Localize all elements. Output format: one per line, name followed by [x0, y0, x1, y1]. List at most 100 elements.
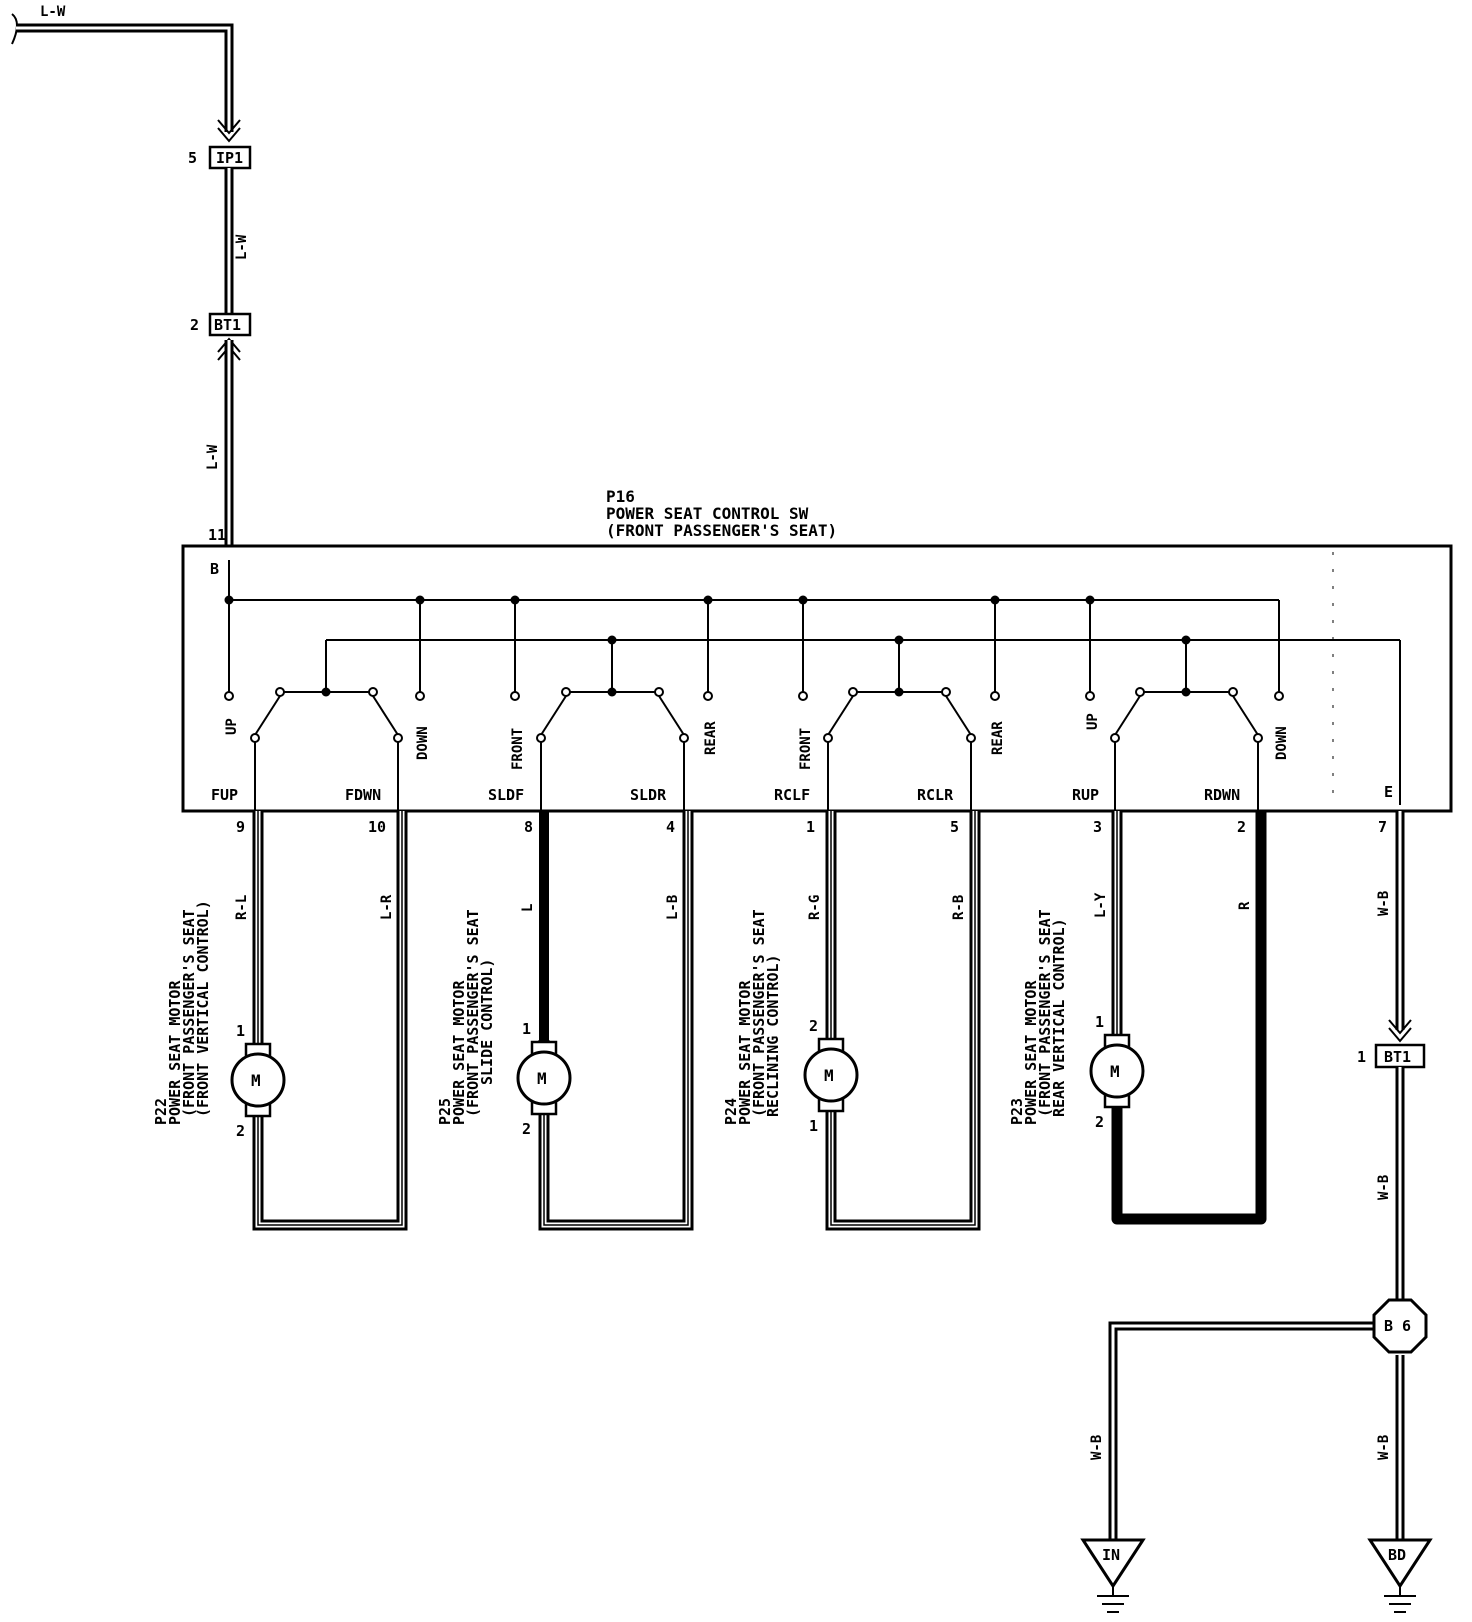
- contact-label-up-2: UP: [1085, 713, 1101, 730]
- p25-sw-pin-left: 8: [524, 818, 533, 836]
- p23-line3: REAR VERTICAL CONTROL): [1050, 918, 1068, 1117]
- p23-wire-right-label: R: [1237, 901, 1253, 910]
- terminal-rup: RUP: [1072, 786, 1099, 804]
- switch-group-rup-rdwn: [1085, 687, 1284, 811]
- switch-box: [181, 544, 1453, 813]
- wire-b6-bd-label: W-B: [1376, 1435, 1392, 1460]
- terminal-rclr: RCLR: [917, 786, 954, 804]
- motor-symbol-p24: M: [824, 1066, 834, 1085]
- wire-b6-in-label: W-B: [1089, 1435, 1105, 1460]
- p25-wire-right-label: L-B: [665, 895, 681, 920]
- terminal-rclf: RCLF: [774, 786, 810, 804]
- p22-wire-left-label: R-L: [234, 895, 250, 920]
- p25-motor-pin-bottom: 2: [522, 1120, 531, 1138]
- connector-bt1-top-pin: 2: [190, 316, 199, 334]
- switch-group-sldf-sldr: [510, 687, 713, 811]
- switch-id: P16: [606, 487, 635, 506]
- p24-id: P24: [722, 1098, 740, 1125]
- switch-b-pin: 11: [208, 526, 226, 544]
- wire-e-bt1-label: W-B: [1376, 891, 1392, 916]
- p25-id: P25: [436, 1098, 454, 1125]
- contact-label-down-2: DOWN: [1274, 726, 1290, 760]
- wire-bt1-switch: [217, 337, 241, 546]
- p24-sw-pin-left: 1: [806, 818, 815, 836]
- p23-line2: (FRONT PASSENGER'S SEAT: [1036, 909, 1054, 1117]
- motor-desc-p25: P25 POWER SEAT MOTOR (FRONT PASSENGER'S …: [436, 909, 496, 1125]
- p22-motor-pin-top: 1: [236, 1022, 245, 1040]
- terminal-fdwn: FDWN: [345, 786, 381, 804]
- connector-bt1-top-name: BT1: [214, 316, 241, 334]
- p24-line2: (FRONT PASSENGER'S SEAT: [750, 909, 768, 1117]
- wire-bt1-switch-label: L-W: [205, 444, 221, 470]
- top-wire-label: L-W: [40, 4, 66, 20]
- switch-sub: (FRONT PASSENGER'S SEAT): [606, 521, 837, 540]
- switch-b-label: B: [210, 560, 219, 578]
- contact-label-front: FRONT: [510, 728, 526, 770]
- motor-desc-p22: P22 POWER SEAT MOTOR (FRONT PASSENGER'S …: [152, 900, 212, 1125]
- wire-ip1-bt1-label: L-W: [234, 234, 250, 260]
- contact-label-front-2: FRONT: [798, 728, 814, 770]
- p22-motor-pin-bottom: 2: [236, 1122, 245, 1140]
- terminal-fup: FUP: [211, 786, 238, 804]
- switch-e-bus: [325, 635, 1401, 805]
- junction-b6: [1372, 1298, 1428, 1354]
- ground-in-symbol: [1080, 1538, 1146, 1613]
- p23-wire-left-label: L-Y: [1093, 892, 1109, 918]
- p25-line2: (FRONT PASSENGER'S SEAT: [464, 909, 482, 1117]
- p23-sw-pin-right: 2: [1237, 818, 1246, 836]
- motor-symbol-p25: M: [537, 1069, 547, 1088]
- motor-desc-p24: P24 POWER SEAT MOTOR (FRONT PASSENGER'S …: [722, 909, 782, 1125]
- p23-line1: POWER SEAT MOTOR: [1022, 980, 1040, 1125]
- ground-bd-symbol: [1367, 1538, 1433, 1613]
- contact-label-down: DOWN: [415, 726, 431, 760]
- p23-id: P23: [1008, 1098, 1026, 1125]
- contact-label-rear: REAR: [703, 721, 719, 755]
- terminal-sldr: SLDR: [630, 786, 667, 804]
- connector-bt1-top: [208, 312, 252, 337]
- p24-sw-pin-right: 5: [950, 818, 959, 836]
- p24-motor-pin-top: 2: [809, 1017, 818, 1035]
- p22-id: P22: [152, 1098, 170, 1125]
- p24-wire-left-label: R-G: [807, 895, 823, 920]
- switch-b-bus: [224, 560, 1280, 692]
- wire-b6-in: [1108, 1321, 1375, 1540]
- p24-motor-pin-bottom: 1: [809, 1117, 818, 1135]
- p22-sw-pin-right: 10: [368, 818, 386, 836]
- p23-sw-pin-left: 3: [1093, 818, 1102, 836]
- p23-motor-pin-top: 1: [1095, 1013, 1104, 1031]
- junction-b6-name: B 6: [1384, 1317, 1411, 1335]
- wire-bt1-b6-label: W-B: [1376, 1175, 1392, 1200]
- contact-label-rear-2: REAR: [990, 721, 1006, 755]
- connector-bt1-bottom-pin: 1: [1357, 1048, 1366, 1066]
- p22-line2: (FRONT PASSENGER'S SEAT: [180, 909, 198, 1117]
- motor-loop-p25: [516, 811, 694, 1231]
- p25-motor-pin-top: 1: [522, 1020, 531, 1038]
- switch-e-label: E: [1384, 783, 1393, 801]
- ground-bd-label: BD: [1388, 1546, 1406, 1564]
- motor-loop-p22: [230, 811, 408, 1231]
- p25-sw-pin-right: 4: [666, 818, 675, 836]
- p24-wire-right-label: R-B: [951, 895, 967, 920]
- p25-line1: POWER SEAT MOTOR: [450, 980, 468, 1125]
- wire-e-bt1: [1388, 811, 1412, 1043]
- p22-line1: POWER SEAT MOTOR: [166, 980, 184, 1125]
- connector-ip1-name: IP1: [216, 149, 243, 167]
- e-pin: 7: [1378, 818, 1387, 836]
- motor-symbol-p22: M: [251, 1071, 261, 1090]
- p22-wire-right-label: L-R: [379, 894, 395, 920]
- switch-group-fup-fdwn: [224, 687, 425, 811]
- p22-sw-pin-left: 9: [236, 818, 245, 836]
- switch-name: POWER SEAT CONTROL SW: [606, 504, 809, 523]
- connector-ip1-pin: 5: [188, 149, 197, 167]
- terminal-sldf: SLDF: [488, 786, 524, 804]
- p24-line1: POWER SEAT MOTOR: [736, 980, 754, 1125]
- p25-line3: SLIDE CONTROL): [478, 959, 496, 1085]
- motor-loop-p24: [803, 811, 981, 1231]
- p25-wire-left-label: L: [520, 904, 536, 912]
- contact-label-up: UP: [224, 718, 240, 735]
- p24-line3: RECLINING CONTROL): [764, 954, 782, 1117]
- motor-symbol-p23: M: [1110, 1062, 1120, 1081]
- top-feed-wire: [11, 13, 241, 143]
- p22-line3: (FRONT VERTICAL CONTROL): [194, 900, 212, 1117]
